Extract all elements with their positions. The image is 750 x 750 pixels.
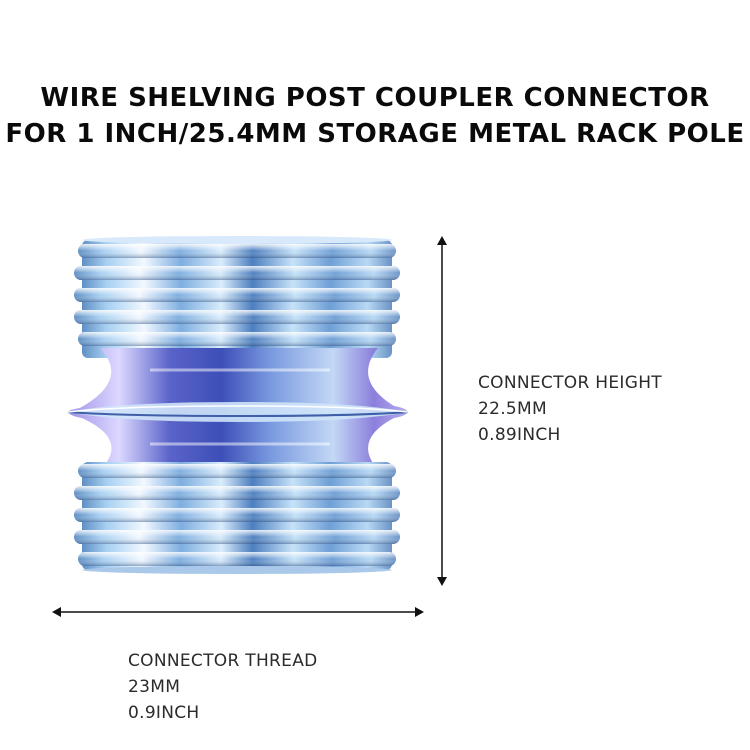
thread-dimension-arrow [52,607,424,617]
thread-label: CONNECTOR THREAD [128,651,318,671]
height-dimension-arrow [437,236,447,586]
product-title: WIRE SHELVING POST COUPLER CONNECTOR FOR… [0,80,750,152]
thread-spec: CONNECTOR THREAD 23MM 0.9INCH [128,648,318,726]
height-metric: 22.5MM [478,399,547,419]
thread-imperial: 0.9INCH [128,703,200,723]
coupler-connector-image [67,236,409,574]
height-label: CONNECTOR HEIGHT [478,373,662,393]
title-line-1: WIRE SHELVING POST COUPLER CONNECTOR [40,83,710,113]
thread-metric: 23MM [128,677,181,697]
upper-thread-ridges [74,244,400,346]
lower-thread-ridges [74,464,400,566]
title-line-2: FOR 1 INCH/25.4MM STORAGE METAL RACK POL… [5,119,745,149]
height-imperial: 0.89INCH [478,425,561,445]
height-spec: CONNECTOR HEIGHT 22.5MM 0.89INCH [478,370,662,448]
